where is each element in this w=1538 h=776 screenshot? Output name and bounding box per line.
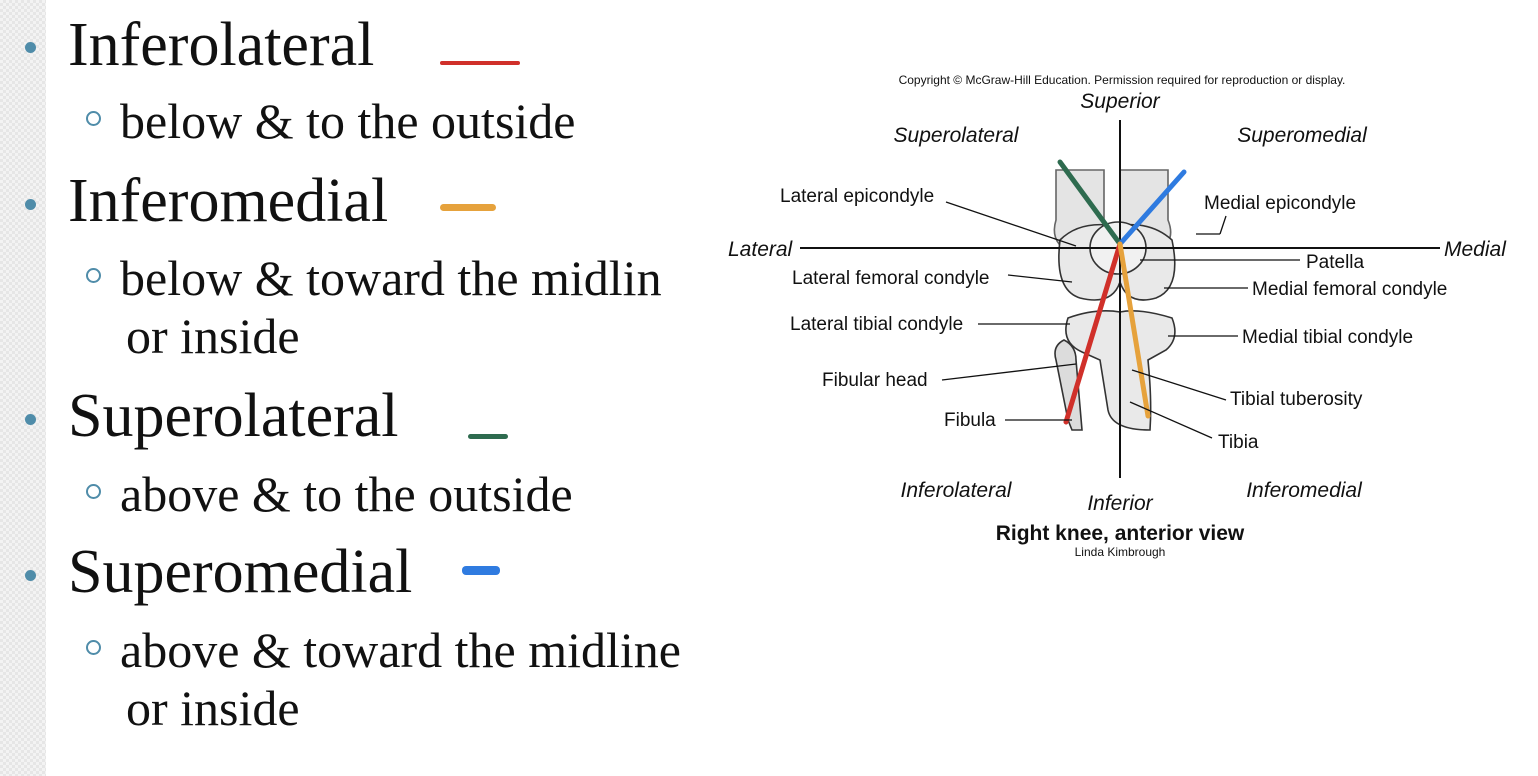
knee-anatomy-figure: Copyright © McGraw-Hill Education. Permi… [720, 60, 1530, 570]
inferomedial-line [1117, 241, 1151, 419]
description-inferomedial-cont: or inside [126, 308, 300, 364]
label-tibia: Tibia [1218, 432, 1259, 453]
sub-bullet-ring [86, 640, 101, 655]
label-tibial-tuberosity: Tibial tuberosity [1230, 389, 1363, 410]
figure-caption: Right knee, anterior view [996, 522, 1245, 545]
direction-superomedial: Superomedial [1237, 124, 1368, 147]
term-superolateral: Superolateral [68, 382, 399, 450]
direction-superolateral: Superolateral [894, 124, 1020, 147]
label-medial-epicondyle: Medial epicondyle [1204, 193, 1356, 214]
figure-credit: Linda Kimbrough [1075, 545, 1166, 559]
label-lateral-epicondyle: Lateral epicondyle [780, 186, 934, 207]
direction-inferolateral: Inferolateral [901, 479, 1013, 502]
direction-inferior: Inferior [1087, 492, 1153, 515]
term-inferomedial: Inferomedial [68, 167, 389, 235]
bullet-dot [25, 199, 36, 210]
bullet-dot [25, 414, 36, 425]
label-lateral-tibial-condyle: Lateral tibial condyle [790, 314, 963, 335]
direction-superior: Superior [1080, 90, 1160, 113]
direction-inferomedial: Inferomedial [1246, 479, 1363, 502]
color-swatch-green [468, 434, 508, 439]
color-swatch-orange [440, 204, 496, 211]
inferolateral-line [1063, 241, 1123, 425]
description-superomedial-cont: or inside [126, 680, 300, 736]
label-patella: Patella [1306, 252, 1365, 273]
description-inferolateral: below & to the outside [120, 93, 576, 149]
sub-bullet-ring [86, 111, 101, 126]
label-fibular-head: Fibular head [822, 370, 928, 391]
bullet-dot [25, 570, 36, 581]
label-lateral-femoral-condyle: Lateral femoral condyle [792, 268, 990, 289]
description-inferomedial: below & toward the midlin [120, 250, 662, 306]
knee-diagram: Copyright © McGraw-Hill Education. Permi… [728, 73, 1507, 559]
leader-lines [941, 201, 1300, 439]
label-medial-femoral-condyle: Medial femoral condyle [1252, 279, 1447, 300]
copyright-notice: Copyright © McGraw-Hill Education. Permi… [899, 73, 1346, 87]
label-medial-tibial-condyle: Medial tibial condyle [1242, 327, 1413, 348]
description-superomedial: above & toward the midline [120, 622, 681, 678]
superomedial-line [1117, 169, 1187, 247]
sub-bullet-ring [86, 268, 101, 283]
sub-bullet-ring [86, 484, 101, 499]
term-inferolateral: Inferolateral [68, 11, 375, 79]
color-swatch-red [440, 61, 520, 65]
superolateral-line [1057, 159, 1123, 247]
label-fibula: Fibula [944, 410, 996, 431]
term-superomedial: Superomedial [68, 538, 413, 606]
direction-lateral: Lateral [728, 238, 794, 261]
description-superolateral: above & to the outside [120, 466, 573, 522]
direction-medial: Medial [1444, 238, 1507, 261]
decorative-side-strip [0, 0, 46, 776]
bullet-dot [25, 42, 36, 53]
knee-bones-illustration [1053, 169, 1176, 431]
color-swatch-blue [462, 566, 500, 575]
